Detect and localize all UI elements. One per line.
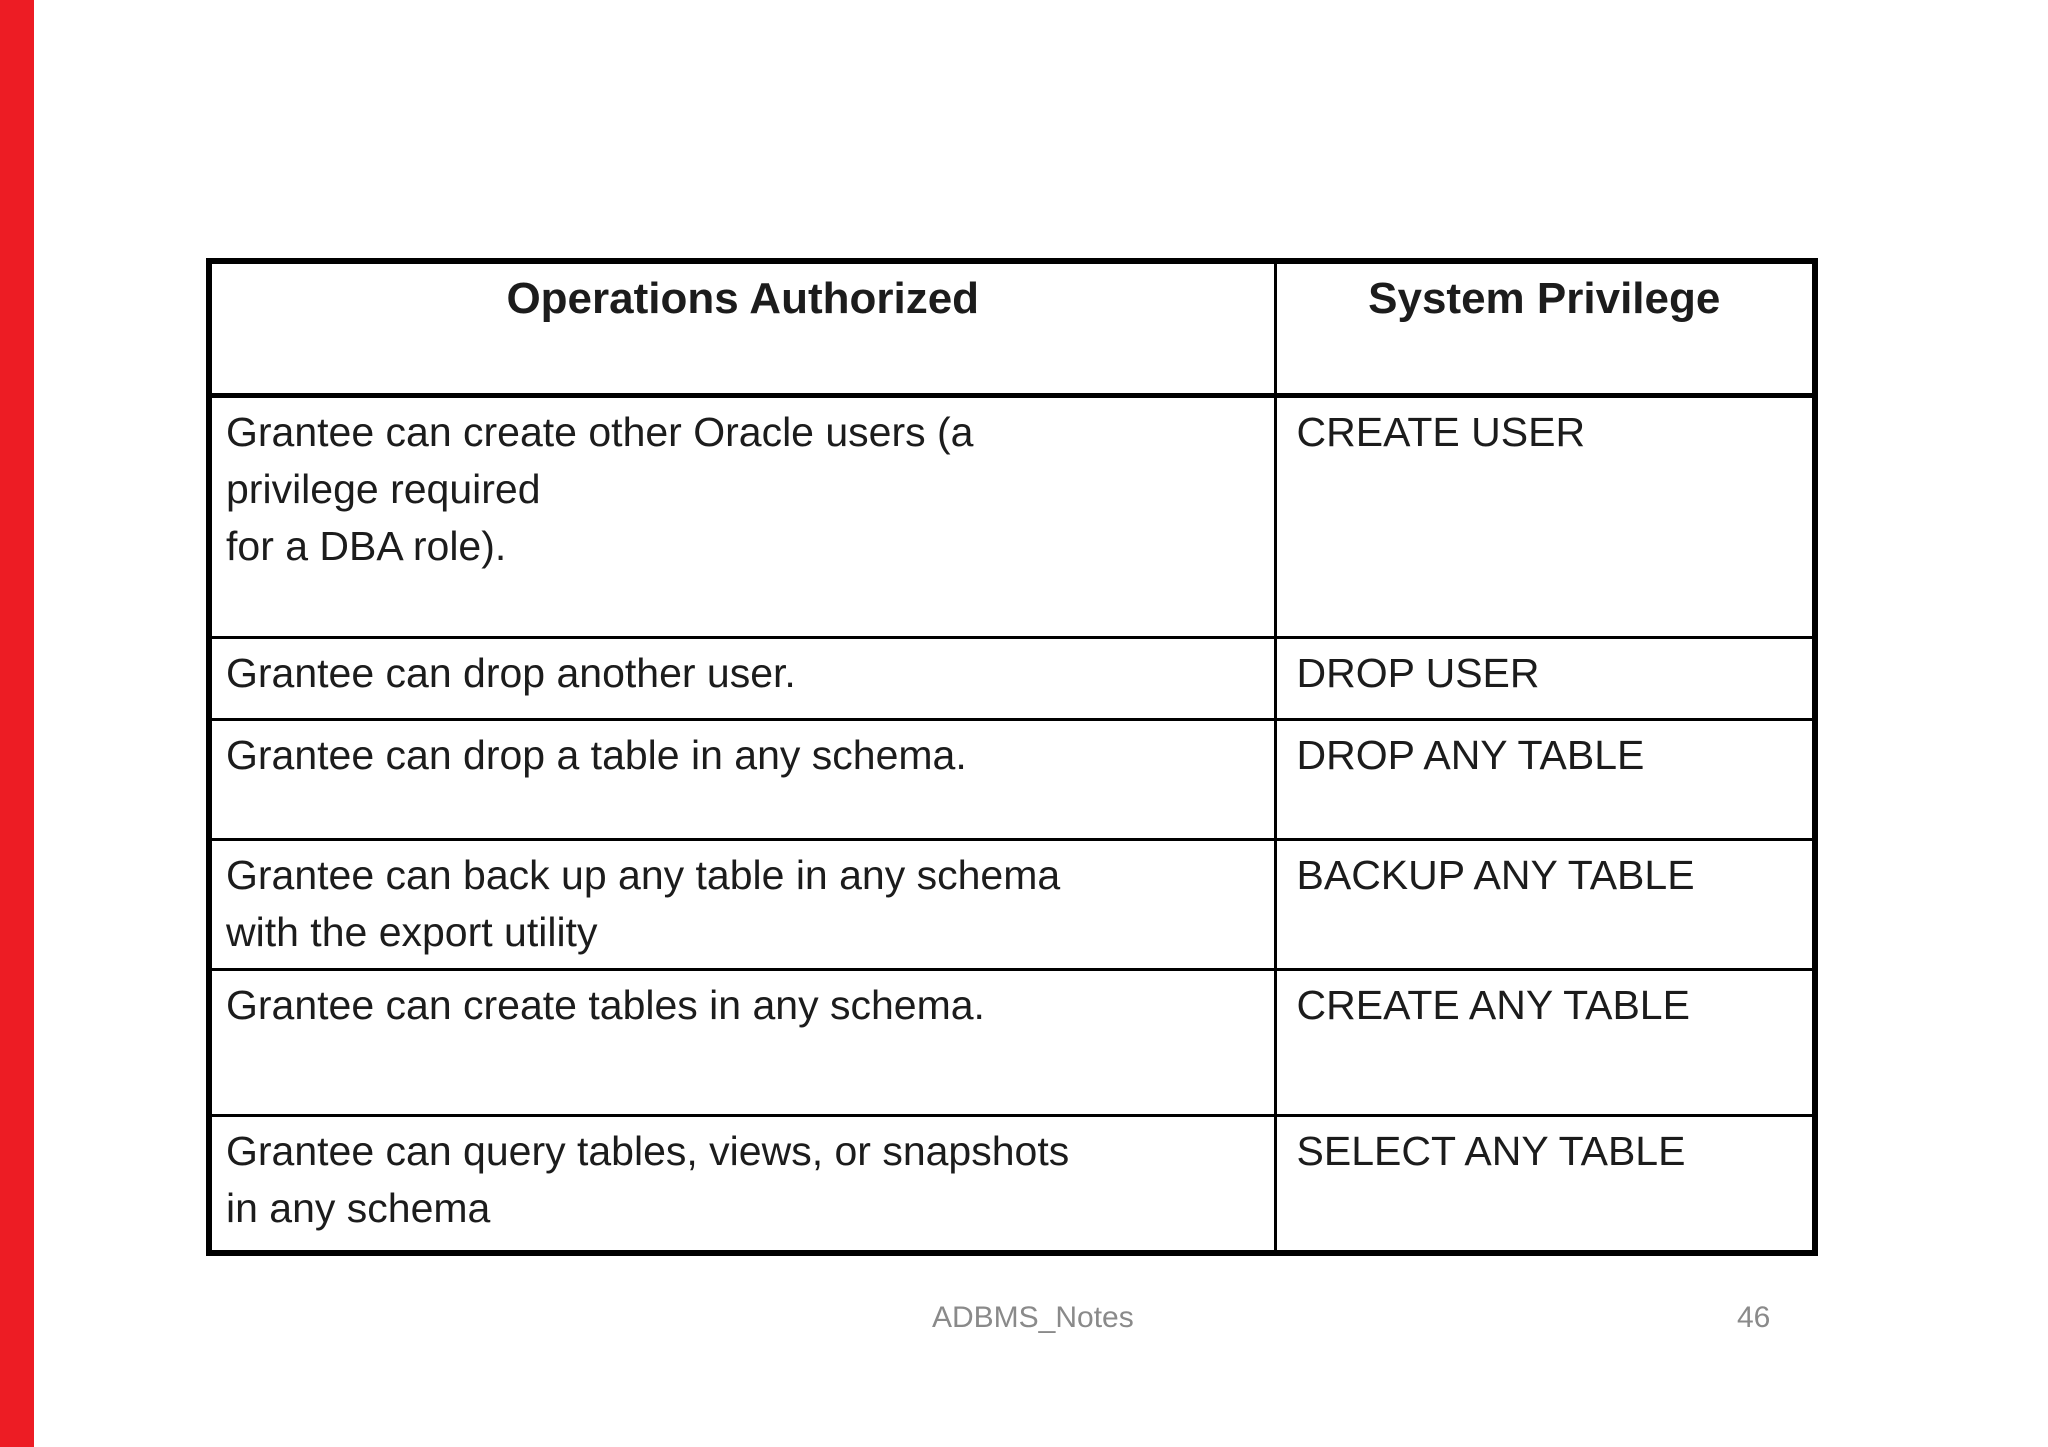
operation-cell: Grantee can drop a table in any schema. <box>207 717 1277 841</box>
left-accent-bar <box>0 0 34 1447</box>
system-privileges-table: Operations Authorized System Privilege G… <box>206 258 1818 1256</box>
privilege-cell: BACKUP ANY TABLE <box>1273 837 1817 971</box>
table-header-row: Operations Authorized System Privilege <box>207 259 1817 398</box>
footer-document-label: ADBMS_Notes <box>932 1301 1134 1334</box>
privilege-cell: CREATE USER <box>1273 393 1817 639</box>
operation-cell: Grantee can back up any table in any sch… <box>207 837 1277 971</box>
operation-cell: Grantee can create tables in any schema. <box>207 967 1277 1117</box>
operation-cell: Grantee can drop another user. <box>207 635 1277 721</box>
privilege-cell: SELECT ANY TABLE <box>1273 1113 1817 1255</box>
table-row: Grantee can create other Oracle users (a… <box>207 393 1817 639</box>
privilege-cell: DROP ANY TABLE <box>1273 717 1817 841</box>
table-row: Grantee can drop a table in any schema. … <box>207 717 1817 841</box>
privilege-cell: CREATE ANY TABLE <box>1273 967 1817 1117</box>
operation-cell: Grantee can query tables, views, or snap… <box>207 1113 1277 1255</box>
column-header-operations-authorized: Operations Authorized <box>207 259 1277 398</box>
privilege-cell: DROP USER <box>1273 635 1817 721</box>
column-header-system-privilege: System Privilege <box>1273 259 1817 398</box>
table-row: Grantee can drop another user. DROP USER <box>207 635 1817 721</box>
table-row: Grantee can query tables, views, or snap… <box>207 1113 1817 1255</box>
table-row: Grantee can back up any table in any sch… <box>207 837 1817 971</box>
table-row: Grantee can create tables in any schema.… <box>207 967 1817 1117</box>
footer-page-number: 46 <box>1737 1301 1771 1334</box>
operation-cell: Grantee can create other Oracle users (a… <box>207 393 1277 639</box>
